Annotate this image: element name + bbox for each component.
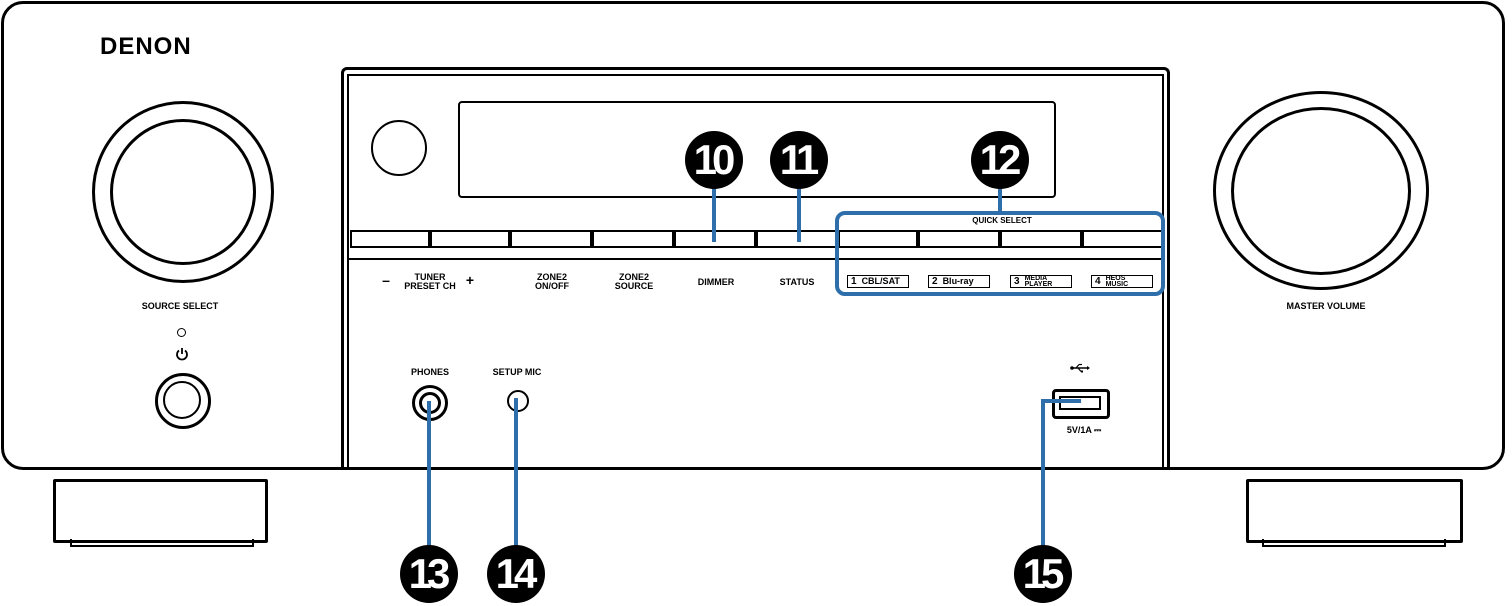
usb-port-slot [1059, 396, 1101, 410]
brand-logo: DENON [100, 33, 192, 60]
panel-divider [347, 258, 1164, 260]
leader-12 [998, 185, 1002, 213]
tuner-preset-plus-button[interactable] [430, 230, 510, 248]
quick-select-1-button[interactable] [838, 230, 918, 248]
callout-15: 15 [1014, 545, 1072, 603]
leader-10 [712, 185, 716, 242]
zone2-onoff-label: ZONE2 ON/OFF [535, 272, 569, 291]
receiver-body [1, 1, 1505, 470]
callout-14: 14 [487, 545, 545, 603]
usb-icon [1070, 363, 1090, 373]
left-foot-base [70, 539, 254, 547]
setup-mic-label: SETUP MIC [492, 367, 542, 377]
status-label: STATUS [779, 277, 815, 287]
usb-port[interactable] [1052, 389, 1110, 419]
quick-select-3-button[interactable] [1000, 230, 1082, 248]
standby-led-icon [177, 328, 186, 337]
source-select-label: SOURCE SELECT [141, 301, 219, 311]
callout-12: 12 [971, 131, 1029, 189]
callout-13: 13 [400, 545, 458, 603]
leader-11 [797, 185, 801, 242]
center-panel-frame [341, 67, 1170, 470]
phones-label: PHONES [410, 367, 449, 377]
power-button-inner [163, 381, 201, 419]
usb-rating-label: 5V/1A ⎓ [1066, 425, 1102, 435]
minus-label: – [382, 272, 390, 288]
setup-mic-jack[interactable] [507, 390, 529, 412]
power-icon [176, 348, 188, 361]
quick-select-2-button[interactable] [918, 230, 1000, 248]
leader-15-horizontal [1041, 399, 1081, 403]
quick-select-label: QUICK SELECT [962, 216, 1042, 225]
source-select-knob-inner [110, 119, 256, 265]
zone2-source-label: ZONE2 SOURCE [614, 272, 654, 291]
left-foot [53, 479, 268, 543]
leader-14 [514, 398, 518, 551]
quick-select-highlight [835, 211, 1165, 296]
remote-sensor [371, 120, 427, 176]
dimmer-label: DIMMER [697, 277, 735, 287]
leader-13 [427, 401, 431, 551]
master-volume-label: MASTER VOLUME [1286, 301, 1366, 311]
master-volume-knob-inner [1231, 107, 1411, 275]
callout-11: 11 [770, 131, 828, 189]
right-foot [1246, 479, 1463, 543]
tuner-preset-label: TUNER PRESET CH [404, 272, 456, 291]
tuner-preset-minus-button[interactable] [350, 230, 430, 248]
leader-15-vertical [1041, 399, 1045, 551]
zone2-onoff-button[interactable] [510, 230, 592, 248]
right-foot-base [1262, 539, 1446, 547]
plus-label: + [465, 272, 475, 288]
callout-10: 10 [685, 131, 743, 189]
zone2-source-button[interactable] [592, 230, 674, 248]
display-window [458, 101, 1056, 198]
